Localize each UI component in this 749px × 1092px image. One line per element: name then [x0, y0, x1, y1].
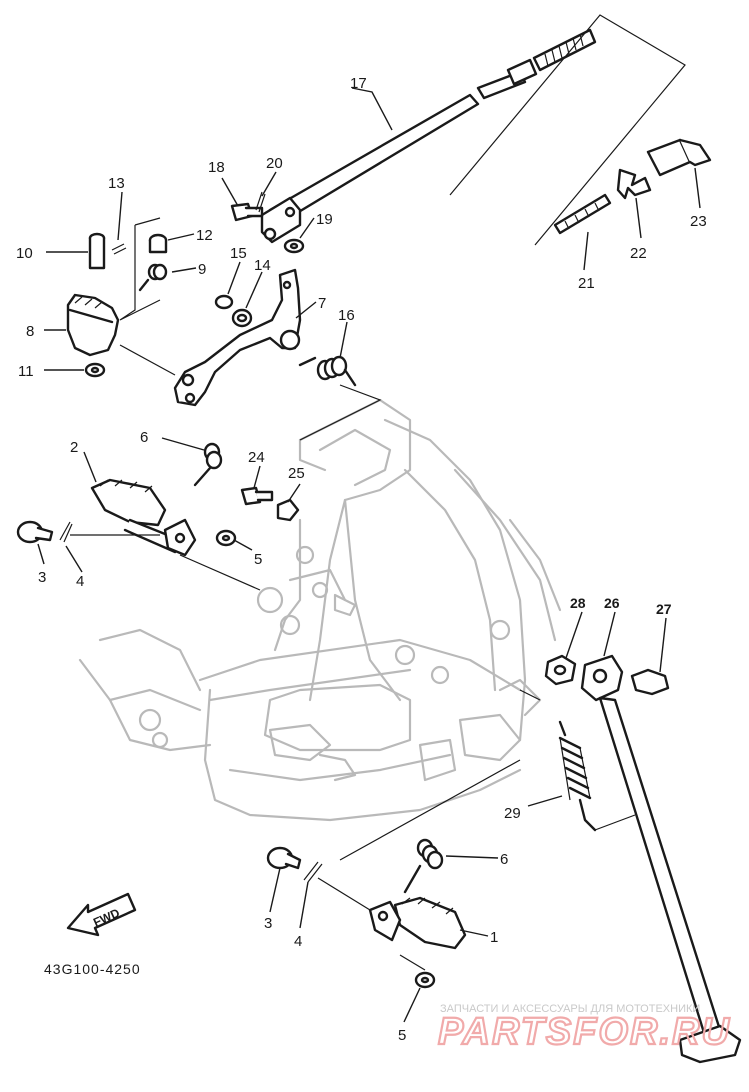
callout-25: 25	[288, 465, 305, 482]
circlip-15	[214, 294, 234, 310]
callout-22: 22	[630, 245, 647, 262]
callout-21: 21	[578, 275, 595, 292]
callout-27: 27	[656, 601, 672, 617]
oil-seal-14	[231, 308, 253, 328]
watermark: ЗАПЧАСТИ И АКСЕССУАРЫ ДЛЯ МОТОТЕХНИКИ PA…	[437, 1003, 731, 1054]
washer-5-upper	[215, 529, 237, 547]
joint-rod-end	[260, 196, 302, 244]
callout-29: 29	[504, 805, 521, 822]
callout-12: 12	[196, 227, 213, 244]
callout-11: 11	[18, 363, 34, 380]
brake-rod-17	[268, 28, 597, 224]
callout-19: 19	[316, 211, 333, 228]
nut-28	[544, 654, 577, 686]
callout-13: 13	[108, 175, 125, 192]
return-spring-16	[298, 355, 357, 387]
diagram-code: 43G100-4250	[44, 961, 141, 977]
dashed-box-17	[449, 14, 686, 246]
callout-labels: 17 18 20 19 13 10 12 9 15 14 7 16 8 11 2…	[16, 75, 707, 1044]
nut-25	[276, 498, 300, 522]
callout-16: 16	[338, 307, 355, 324]
callout-15: 15	[230, 245, 247, 262]
callout-5-lower: 5	[398, 1027, 406, 1044]
callout-26: 26	[604, 595, 620, 611]
frame-outline	[78, 398, 562, 822]
frame-callout-lead	[179, 554, 541, 861]
callout-1: 1	[490, 929, 498, 946]
collar-12	[148, 233, 168, 254]
bracket-8	[66, 293, 120, 357]
callout-23: 23	[690, 213, 707, 230]
cotter-pin-20	[255, 191, 266, 213]
watermark-caption: ЗАПЧАСТИ И АКСЕССУАРЫ ДЛЯ МОТОТЕХНИКИ	[440, 1003, 700, 1015]
bolt-24	[240, 486, 274, 506]
spring-6-lower	[403, 838, 444, 894]
cotter-4-upper	[59, 521, 160, 543]
callout-28: 28	[570, 595, 586, 611]
callout-6-lower: 6	[500, 851, 508, 868]
dashed-box-8	[119, 217, 161, 321]
callout-6-upper: 6	[140, 429, 148, 446]
spring-6-upper	[193, 442, 223, 487]
callout-2: 2	[70, 439, 78, 456]
callout-24: 24	[248, 449, 265, 466]
pin-18	[230, 202, 264, 222]
callout-3-upper: 3	[38, 569, 46, 586]
callout-20: 20	[266, 155, 283, 172]
callout-7: 7	[318, 295, 326, 312]
wing-nut-23	[646, 138, 712, 177]
brake-pedal-7	[173, 268, 302, 407]
callout-10: 10	[16, 245, 33, 262]
bolt-27	[630, 668, 670, 696]
cotter-4-lower	[303, 861, 371, 911]
nut-11	[84, 362, 106, 378]
footrest-right-1	[368, 896, 467, 950]
sidestand-26	[580, 654, 742, 1064]
callout-4-upper: 4	[76, 573, 84, 590]
wing-nut-22	[616, 168, 652, 200]
spring-29	[558, 720, 636, 832]
pin-3-lower	[266, 846, 302, 870]
callout-3-lower: 3	[264, 915, 272, 932]
callout-18: 18	[208, 159, 225, 176]
callout-9: 9	[198, 261, 206, 278]
footrest-bracket	[163, 518, 197, 557]
washer-5-lower	[399, 954, 436, 989]
washer-19	[283, 238, 305, 254]
lead-pedal-to-frame	[119, 344, 382, 441]
callout-14: 14	[254, 257, 271, 274]
callout-17: 17	[350, 75, 367, 92]
spring-9	[138, 263, 168, 292]
watermark-brand: PARTSFOR.RU	[438, 1011, 731, 1053]
callout-4-lower: 4	[294, 933, 302, 950]
adjust-bolt-21	[553, 193, 612, 235]
callout-5-upper: 5	[254, 551, 262, 568]
callout-8: 8	[26, 323, 34, 340]
fwd-arrow-icon: FWD	[66, 892, 137, 937]
bolt-10	[88, 232, 106, 270]
pin-13	[111, 243, 127, 255]
leader-lines	[37, 87, 701, 1023]
pin-3-upper	[16, 520, 54, 544]
